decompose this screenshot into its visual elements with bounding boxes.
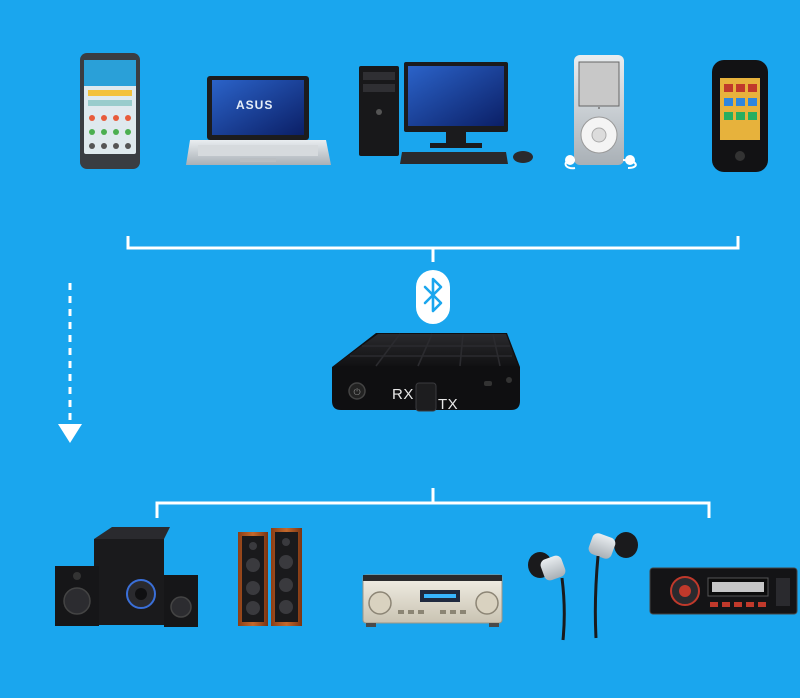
earphones-device	[528, 532, 638, 641]
laptop-brand-label: ASUS	[236, 98, 274, 112]
bottom-connector	[155, 488, 711, 518]
laptop-device	[186, 76, 331, 165]
top-connector	[126, 236, 740, 262]
tower-speakers-device	[238, 528, 302, 626]
adapter-tx-label: TX	[438, 396, 459, 413]
smartphone-device	[80, 53, 140, 169]
dashed-arrow-down-icon	[58, 283, 82, 443]
bluetooth-icon	[416, 270, 450, 324]
bluetooth-adapter-device: ⏻	[332, 333, 520, 412]
svg-text:⏻: ⏻	[353, 387, 360, 397]
car-stereo-device	[649, 567, 798, 615]
mp3-player-device	[564, 55, 637, 170]
desktop-pc-device	[359, 62, 533, 164]
speaker-system-device	[55, 527, 198, 627]
amplifier-device	[362, 574, 503, 627]
game-console-device	[712, 60, 768, 172]
adapter-rx-label: RX	[392, 386, 414, 403]
